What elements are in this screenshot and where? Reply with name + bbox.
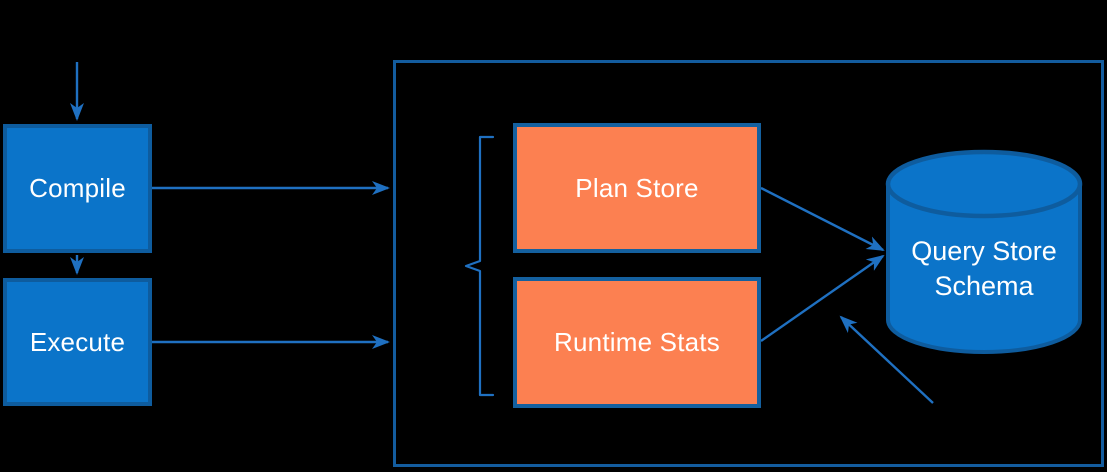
node-runtime-stats: Runtime Stats	[513, 277, 761, 408]
node-execute-label: Execute	[29, 326, 126, 357]
arrow-bottom-right-to-schema	[839, 315, 934, 404]
left-brace-icon	[464, 135, 495, 397]
node-compile-label: Compile	[29, 173, 126, 203]
arrow-runtime-stats-to-schema	[760, 254, 885, 342]
node-plan-store-label: Plan Store	[575, 172, 699, 203]
arrow-plan-store-to-schema	[760, 186, 885, 252]
query-store-schema-label-line2: Schema	[934, 271, 1034, 301]
node-runtime-stats-label: Runtime Stats	[554, 327, 720, 357]
database-cylinder-icon	[885, 149, 1083, 354]
node-plan-store: Plan Store	[513, 123, 761, 253]
query-store-container-box	[393, 60, 1104, 467]
query-store-schema-label-line1: Query Store	[911, 236, 1057, 266]
node-execute: Execute	[3, 278, 152, 406]
node-compile: Compile	[3, 124, 152, 253]
query-store-schema-label: Query Store Schema	[888, 234, 1080, 304]
